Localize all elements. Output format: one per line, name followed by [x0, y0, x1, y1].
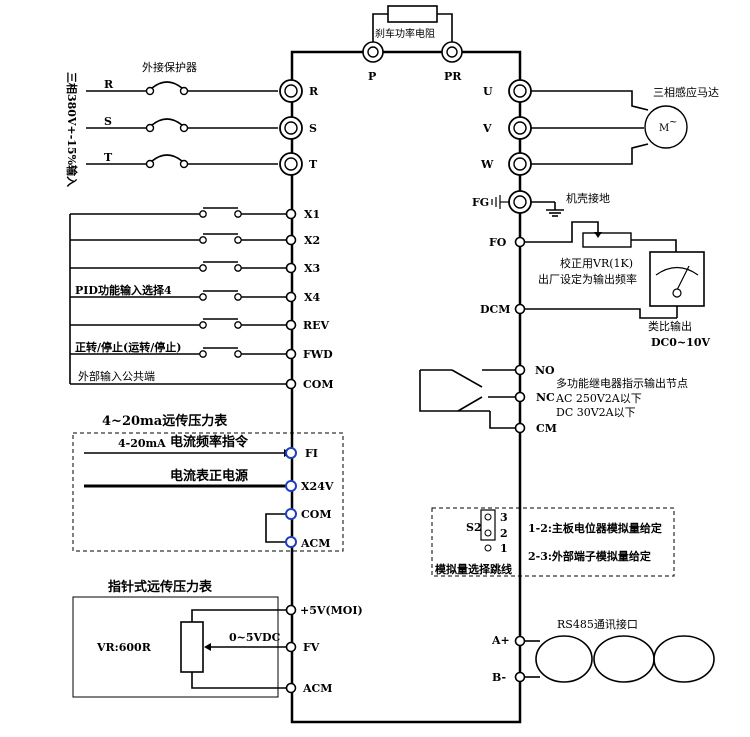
pointer-section-title: 指针式远传压力表: [108, 579, 213, 595]
jumper-s2-label: S2: [466, 521, 482, 534]
relay-nc-label: NC: [536, 391, 555, 404]
brake-resistor: [387, 5, 438, 23]
jumper-block: [480, 509, 496, 541]
jumper-pin1-label: 1: [500, 542, 508, 555]
terminal-fwd-label: FWD: [303, 348, 333, 361]
terminal-a-label: A+: [491, 634, 510, 647]
motor-symbol: [644, 105, 688, 149]
terminal-u-label: U: [483, 85, 493, 98]
digital-input-group: X1 X2 X3 X4 REV FWD COM PID功能输入选择4 正转/停止…: [69, 207, 334, 391]
motor-m-label: M: [659, 123, 669, 134]
current-section-group: 4~20ma远传压力表 4-20mA 电流频率指令 电流表正电源 FI X24V…: [72, 413, 344, 552]
protector-label: 外接保护器: [142, 60, 197, 74]
jumper-pin2-label: 2: [500, 527, 508, 540]
relay-cm-label: CM: [536, 422, 557, 435]
fwd-label: 正转/停止(运转/停止): [75, 340, 181, 354]
pointer-vr: [180, 621, 204, 673]
terminal-pr-label: PR: [444, 70, 462, 83]
terminal-com-label: COM: [303, 378, 334, 391]
relay-no-label: NO: [535, 364, 555, 377]
motor-label: 三相感应马达: [653, 85, 719, 99]
terminal-dcm-label: DCM: [480, 303, 510, 316]
brake-resistor-label: 刹车功率电阻: [375, 27, 435, 40]
power-input-group: 三相380V+-15%输入 外接保护器 R S T R S T: [65, 60, 319, 187]
motor-tilde-label: ~: [669, 117, 677, 128]
jumper-pin3-label: 3: [500, 511, 508, 524]
meter-label-2: DC0~10V: [651, 336, 710, 349]
meter-label-1: 类比输出: [648, 319, 692, 333]
relay-group: NO NC CM 多功能继电器指示输出节点 AC 250V2A以下 DC 30V…: [419, 364, 688, 435]
terminal-s-label: S: [309, 122, 317, 135]
voltage-label: 0~5VDC: [229, 631, 281, 644]
twisted-pair-3: [653, 635, 715, 683]
rs485-label: RS485通讯接口: [557, 618, 638, 631]
relay-rating-ac: AC 250V2A以下: [555, 392, 642, 405]
jumper-opt1-label: 1-2:主板电位器模拟量给定: [528, 521, 662, 535]
relay-desc: 多功能继电器指示输出节点: [556, 376, 688, 390]
line-r-label: R: [104, 78, 114, 91]
terminal-x2-label: X2: [304, 234, 320, 247]
freq-cmd-label: 电流频率指令: [170, 434, 249, 450]
power-src-label: 电流表正电源: [170, 468, 248, 484]
terminal-rev-label: REV: [303, 319, 330, 332]
pid-label: PID功能输入选择4: [75, 283, 172, 297]
terminal-t-label: T: [309, 158, 318, 171]
jumper-opt2-label: 2-3:外部端子模拟量给定: [528, 549, 651, 563]
brake-resistor-group: 刹车功率电阻 P PR: [362, 5, 463, 83]
terminal-fi-label: FI: [305, 447, 318, 460]
analog-meter: [649, 251, 705, 307]
vr-label: 校正用VR(1K): [560, 256, 633, 270]
relay-rating-dc: DC 30V2A以下: [556, 406, 636, 419]
rs485-group: A+ B- RS485通讯接口: [491, 618, 715, 684]
terminal-x3-label: X3: [304, 262, 320, 275]
terminal-b-label: B-: [492, 671, 506, 684]
twisted-pair-2: [593, 635, 655, 683]
signal-label: 4-20mA: [118, 437, 166, 450]
twisted-pair-1: [535, 635, 593, 683]
ground-label: 机壳接地: [566, 191, 610, 205]
terminal-fo-label: FO: [489, 236, 507, 249]
fo-output-group: FO 校正用VR(1K) 出厂设定为输出频率 类比输出 DC0~10V DCM: [480, 221, 710, 349]
terminal-fv-label: FV: [303, 641, 320, 654]
terminal-x4-label: X4: [304, 291, 321, 304]
com-label: 外部输入公共端: [78, 369, 155, 383]
pointer-section-group: 指针式远传压力表 VR:600R 0~5VDC +5V(MOI) FV ACM: [72, 579, 363, 698]
terminal-com2-label: COM: [301, 508, 332, 521]
terminal-fg-label: FG: [472, 196, 489, 209]
terminal-x1-label: X1: [304, 208, 320, 221]
jumper-group: S2 3 2 1 1-2:主板电位器模拟量给定 2-3:外部端子模拟量给定 模拟…: [431, 507, 675, 577]
ground-group: FG 机壳接地: [472, 190, 610, 217]
vr-value-label: VR:600R: [96, 641, 152, 654]
line-s-label: S: [104, 115, 112, 128]
terminal-5v-label: +5V(MOI): [300, 604, 363, 617]
factory-label: 出厂设定为输出频率: [538, 272, 637, 286]
line-t-label: T: [104, 151, 113, 164]
terminal-acm-label: ACM: [300, 537, 330, 550]
terminal-v-label: V: [482, 122, 492, 135]
terminal-w-label: W: [480, 158, 494, 171]
power-input-vertical-label: 三相380V+-15%输入: [65, 72, 79, 187]
terminal-p-label: P: [368, 70, 376, 83]
jumper-caption: 模拟量选择跳线: [435, 562, 512, 576]
current-section-title: 4~20ma远传压力表: [102, 413, 228, 429]
terminal-r-label: R: [309, 85, 319, 98]
terminal-x24v-label: X24V: [301, 480, 334, 493]
motor-output-group: U V W M ~ 三相感应马达: [480, 79, 719, 176]
terminal-acm2-label: ACM: [302, 682, 332, 695]
calibration-vr: [582, 232, 632, 248]
